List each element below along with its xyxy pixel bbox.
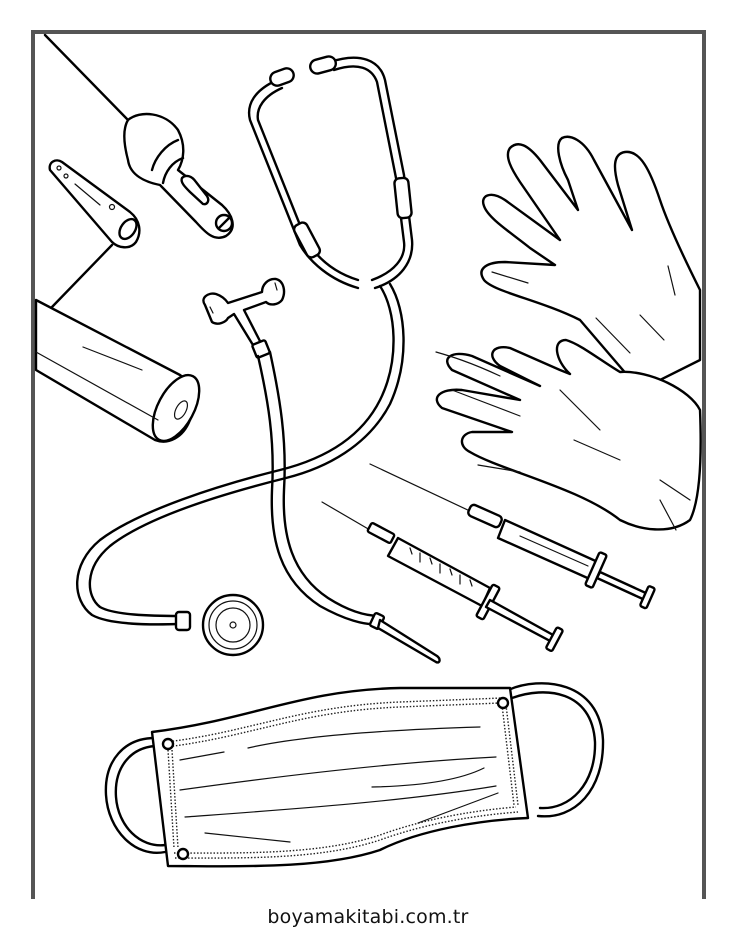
gloves-icon [435, 135, 702, 531]
page-frame [31, 30, 706, 899]
face-mask-icon [104, 682, 605, 868]
cable-line [50, 243, 114, 309]
stethoscope-hammer-icon [202, 277, 441, 664]
syringe-icon-1 [321, 501, 564, 652]
stethoscope-icon [76, 55, 414, 657]
ear-speculum-icon [48, 159, 141, 249]
site-caption: boyamakitabi.com.tr [267, 906, 469, 928]
flashlight-icon [34, 298, 201, 443]
syringe-icon-2 [369, 463, 656, 610]
otoscope-icon [43, 33, 234, 239]
